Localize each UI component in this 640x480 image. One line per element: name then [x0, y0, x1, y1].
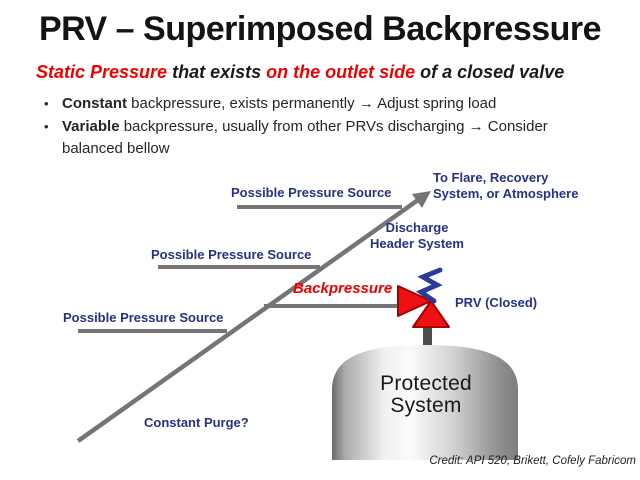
subtitle-black-part: of a closed valve [420, 62, 565, 82]
pressure-source-label-1: Possible Pressure Source [231, 185, 392, 200]
bullet-icon: • [44, 119, 49, 134]
page-title: PRV – Superimposed Backpressure [38, 10, 602, 48]
protected-system-label: Protected System [350, 373, 502, 417]
discharge-header-label: Discharge Header System [357, 220, 477, 252]
to-flare-label: To Flare, Recovery System, or Atmosphere [433, 170, 578, 202]
discharge-line2: Header System [370, 236, 464, 251]
bullet-item-variable: • Variable backpressure, usually from ot… [40, 115, 615, 160]
pressure-source-label-3: Possible Pressure Source [63, 310, 224, 325]
subtitle: Static Pressure that exists on the outle… [36, 62, 636, 83]
bullet-lead: Variable [62, 118, 120, 135]
bullet-continuation: balanced bellow [62, 140, 170, 157]
pressure-source-label-2: Possible Pressure Source [151, 247, 312, 262]
to-flare-line1: To Flare, Recovery [433, 170, 549, 185]
protected-system-line1: Protected [380, 372, 472, 395]
subtitle-red-part: Static Pressure [36, 62, 173, 82]
bullet-text: backpressure, exists permanently → Adjus… [127, 95, 497, 112]
protected-system-line2: System [390, 394, 462, 417]
protected-system-tank [332, 345, 518, 460]
discharge-line1: Discharge [385, 220, 449, 235]
prv-valve-icon [397, 285, 450, 328]
bullet-lead: Constant [62, 95, 127, 112]
bullet-list: • Constant backpressure, exists permanen… [40, 92, 615, 160]
prv-closed-label: PRV (Closed) [455, 295, 538, 310]
subtitle-black-part: that exists [172, 62, 267, 82]
discharge-header-arrow [76, 191, 431, 443]
bullet-item-constant: • Constant backpressure, exists permanen… [40, 92, 615, 115]
credit-text: Credit: API 520, Brikett, Cofely Fabrico… [429, 455, 636, 467]
bullet-text: backpressure, usually from other PRVs di… [119, 118, 548, 135]
bullet-icon: • [44, 96, 49, 111]
spring-icon [415, 267, 443, 304]
constant-purge-label: Constant Purge? [144, 415, 249, 430]
subtitle-red-part: on the outlet side [266, 62, 421, 82]
valve-stem [423, 322, 432, 348]
backpressure-label: Backpressure [293, 280, 393, 297]
to-flare-line2: System, or Atmosphere [433, 186, 579, 201]
